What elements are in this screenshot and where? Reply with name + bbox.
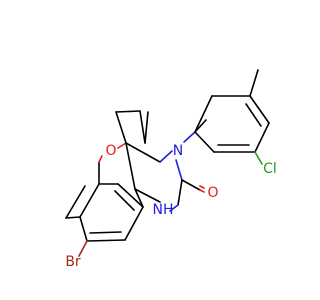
molecule-structure: O N NH O Cl Br <box>65 69 277 270</box>
atom-n-aryl: N <box>173 143 183 159</box>
chloromethylphenyl-ring <box>183 69 270 165</box>
atom-nh: NH <box>153 202 174 218</box>
urea-group <box>159 150 205 212</box>
bicyclic-bridge <box>98 110 161 208</box>
bromine-bond <box>78 240 88 257</box>
atom-cl: Cl <box>263 161 277 177</box>
atom-o-ring: O <box>105 143 116 159</box>
bromobenzene-ring <box>65 183 144 242</box>
atom-o-carbonyl: O <box>207 185 218 201</box>
atom-br: Br <box>65 254 81 270</box>
